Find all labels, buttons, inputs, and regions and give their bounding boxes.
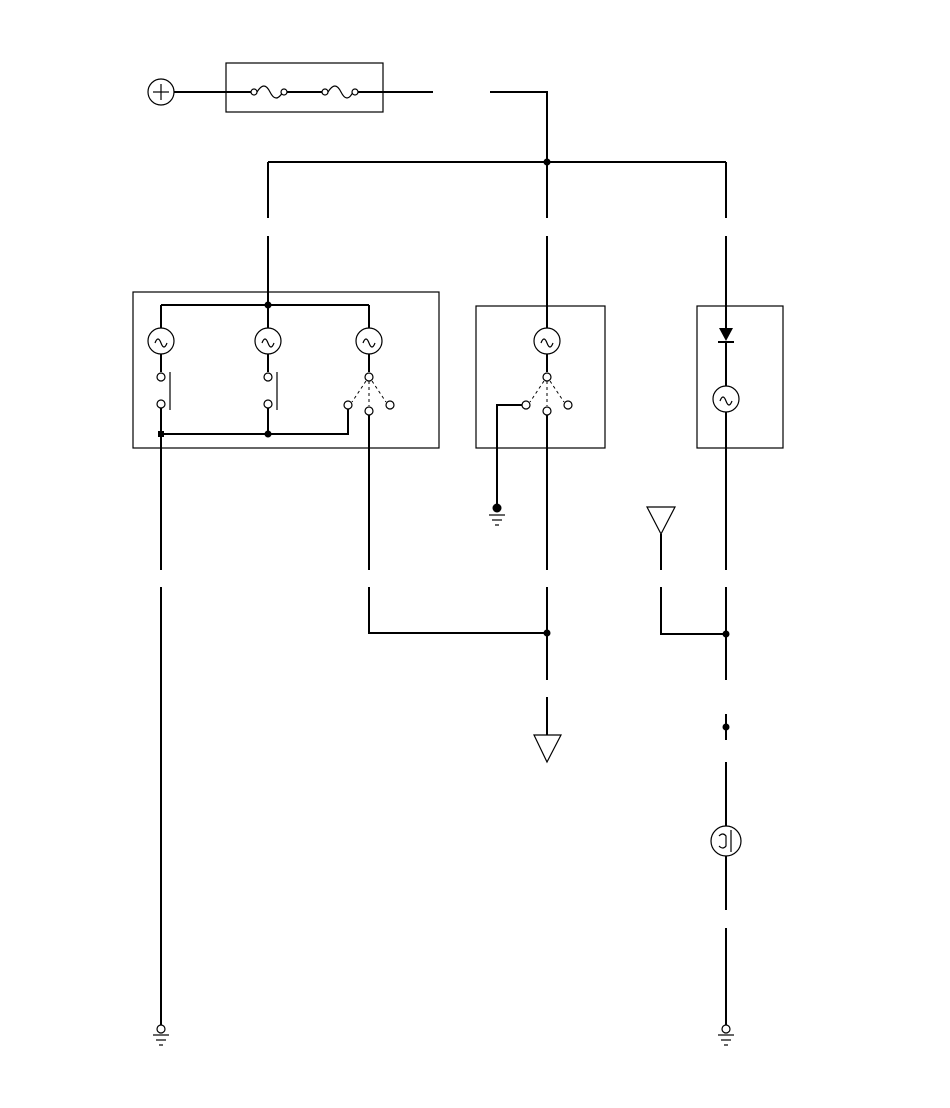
- fuse-icon: [250, 85, 288, 99]
- switch-icon: [156, 372, 171, 410]
- wire-feed-down: [490, 91, 548, 162]
- junction-dot: [264, 430, 272, 438]
- ground-icon: [153, 1024, 169, 1046]
- fuse-box: [174, 62, 384, 113]
- battery-positive-icon: [147, 78, 175, 106]
- ground-icon: [489, 503, 505, 526]
- connector-triangle-icon: [533, 734, 562, 764]
- diode-icon: [718, 328, 734, 343]
- bulb-icon: [712, 385, 740, 413]
- right-component-box: [696, 305, 784, 449]
- bulb-icon: [533, 327, 561, 355]
- bulb-icon: [147, 327, 175, 355]
- bulb-icon: [254, 327, 282, 355]
- bulb-icon: [355, 327, 383, 355]
- switch-icon: [521, 372, 573, 416]
- bulb-icon: [710, 825, 742, 857]
- switch-icon: [343, 372, 395, 416]
- connector-triangle-icon: [646, 506, 676, 536]
- middle-component-box: [475, 305, 606, 449]
- left-component-box: [132, 291, 440, 449]
- fuse-icon: [321, 85, 359, 99]
- ground-icon: [718, 1024, 734, 1046]
- junction-dot: [722, 723, 730, 731]
- switch-icon: [263, 372, 278, 410]
